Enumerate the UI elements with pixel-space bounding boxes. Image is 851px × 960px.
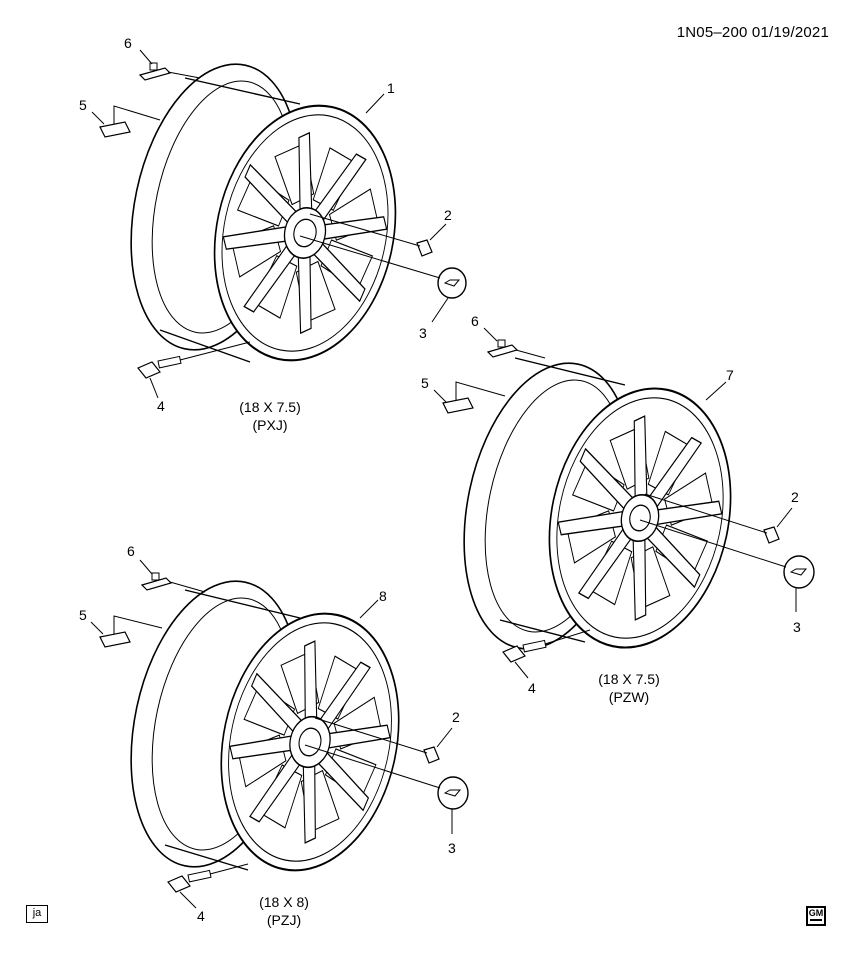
gm-logo-bar: [810, 919, 822, 921]
callout-label: 5: [79, 97, 87, 113]
lug-nut-icon: [644, 493, 793, 544]
callout-wheel-8: 8: [379, 588, 387, 604]
lug-nut-icon: [314, 717, 453, 764]
callout-tpms-sensor: 4: [197, 908, 205, 924]
callout-balance-weight: 6: [124, 35, 132, 51]
callout-center-cap: 3: [419, 325, 427, 341]
wheel-1-pxj: [130, 63, 404, 363]
center-cap-icon: [299, 235, 467, 323]
caption-pzw: (18 X 7.5) (PZW): [584, 670, 674, 706]
caption-pzj-code: (PZJ): [266, 912, 302, 928]
callout-wheel-1: 1: [387, 80, 395, 96]
tpms-sensor-icon: [167, 863, 249, 909]
callout-label: 5: [421, 375, 429, 391]
caption-pzw-code: (PZW): [608, 689, 650, 705]
callout-center-cap: 3: [448, 840, 456, 856]
gm-logo-icon: GM: [806, 906, 826, 926]
callout-balance-weight: 6: [471, 313, 479, 329]
balance-weight-icon: [483, 327, 546, 359]
callout-label: 5: [79, 607, 87, 623]
callout-tpms-sensor: 4: [528, 680, 536, 696]
document-id: 1N05–200 01/19/2021: [676, 24, 829, 41]
callout-wheel-7: 7: [726, 367, 734, 383]
wheel-label-icon: [91, 105, 161, 138]
callout-balance-weight: 6: [127, 543, 135, 559]
wheel-label-icon: [90, 615, 163, 648]
balance-weight-icon: [139, 559, 206, 593]
illustrator-badge: ja: [26, 905, 48, 923]
wheel-label-icon: [433, 381, 506, 414]
callout-nut: 2: [791, 489, 799, 505]
callout-tpms-sensor: 4: [157, 398, 165, 414]
center-cap-icon: [304, 744, 469, 834]
caption-pzw-size: (18 X 7.5): [598, 671, 660, 687]
caption-pzj: (18 X 8) (PZJ): [239, 893, 329, 929]
callout-nut: 2: [452, 709, 460, 725]
wheel-7-pzw: [463, 357, 740, 650]
center-cap-icon: [639, 519, 815, 612]
balance-weight-icon: [138, 49, 201, 81]
tpms-sensor-icon: [137, 341, 251, 399]
caption-pxj: (18 X 7.5) (PXJ): [225, 398, 315, 434]
lug-nut-icon: [309, 213, 447, 257]
callout-nut: 2: [444, 207, 452, 223]
caption-pxj-code: (PXJ): [252, 417, 288, 433]
wheel-8-pzj: [130, 580, 408, 872]
caption-pzj-size: (18 X 8): [259, 894, 309, 910]
tpms-sensor-icon: [502, 629, 591, 679]
gm-logo-text: GM: [808, 908, 824, 918]
caption-pxj-size: (18 X 7.5): [239, 399, 301, 415]
callout-center-cap: 3: [793, 619, 801, 635]
